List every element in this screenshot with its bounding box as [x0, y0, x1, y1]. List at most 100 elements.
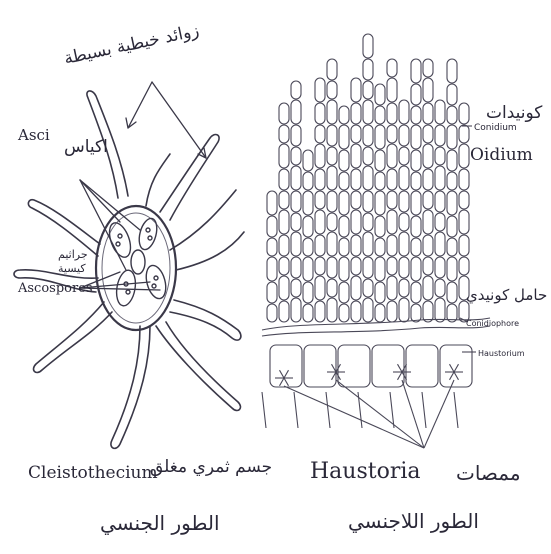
conidium-cell: [423, 144, 433, 168]
appendages-label-ar: زوائد خيطية بسيطة: [62, 21, 201, 69]
conidium-cell: [327, 232, 337, 256]
conidium-cell: [411, 191, 421, 215]
conidium-cell: [351, 103, 361, 124]
conidium-cell: [315, 257, 325, 275]
conidium-cell: [315, 301, 325, 322]
conidium-cell: [435, 191, 445, 212]
cleistothecium-caption-ar-2: الطور الجنسي: [100, 511, 220, 536]
conidium-cell: [411, 282, 421, 303]
conidium-small-label: Conidium: [474, 123, 517, 133]
conidium-cell: [267, 282, 277, 303]
conidium-cell: [327, 147, 337, 165]
conidium-cell: [447, 125, 457, 149]
haustorium: [284, 370, 289, 378]
conidium-cell: [387, 301, 397, 322]
conidium-cell: [411, 172, 421, 190]
host-cell: [440, 345, 472, 387]
conidium-cell: [339, 238, 349, 256]
conidium-cell: [363, 191, 373, 212]
conidium-cell: [351, 235, 361, 256]
conidium-cell: [351, 301, 361, 322]
conidium-cell: [279, 144, 289, 168]
asci: [105, 216, 169, 307]
haustorium: [284, 378, 289, 386]
conidium-cell: [303, 282, 313, 303]
oidium-label: Oidium: [470, 145, 533, 165]
cleistothecium-caption-en: Cleistothecium: [28, 463, 158, 483]
conidium-cell: [423, 257, 433, 275]
conidium-cell: [387, 144, 397, 168]
conidium-cell: [267, 191, 277, 215]
conidium-cell: [387, 210, 397, 234]
conidium-cell: [411, 216, 421, 237]
conidium-cell: [399, 257, 409, 278]
conidium-cell: [423, 125, 433, 143]
conidium-cell: [387, 191, 397, 209]
conidium-cell: [375, 191, 385, 215]
haustorium: [398, 372, 403, 380]
conidium-cell: [435, 166, 445, 190]
host-cell: [372, 345, 404, 387]
conidium-cell: [279, 257, 289, 275]
conidium-cell: [351, 125, 361, 143]
conidium-cell: [351, 257, 361, 275]
haustorium: [280, 378, 285, 386]
haustorium-small-label: Haustorium: [478, 349, 525, 358]
conidium-cell: [447, 172, 457, 190]
conidium-cell: [279, 103, 289, 124]
conidium-cell: [267, 216, 277, 237]
conidium-cell: [435, 213, 445, 231]
conidium-cell: [411, 59, 421, 83]
conidium-cell: [351, 144, 361, 168]
conidium-cell: [279, 169, 289, 190]
conidium-cell: [399, 100, 409, 124]
haustorium: [332, 372, 337, 380]
conidium-cell: [303, 216, 313, 237]
conidium-cell: [375, 84, 385, 105]
conidium-cell: [375, 172, 385, 190]
conidium-cell: [315, 78, 325, 102]
conidium-cell: [291, 279, 301, 297]
conidium-cell: [279, 276, 289, 300]
conidium-cell: [267, 257, 277, 281]
haustoria-caption-ar-1: ممصات: [456, 461, 521, 485]
conidium-cell: [315, 210, 325, 234]
conidium-cell: [291, 147, 301, 165]
haustorium: [454, 364, 459, 372]
haustorium: [450, 372, 455, 380]
conidium-cell: [459, 103, 469, 124]
conidium-cell: [423, 191, 433, 209]
conidium-cell: [399, 232, 409, 256]
conidium-cell: [363, 213, 373, 231]
conidium-cell: [303, 150, 313, 171]
host-tissue-line: [262, 392, 266, 428]
conidium-cell: [447, 150, 457, 171]
conidium-cell: [363, 232, 373, 256]
asci-label-ar: اكياس: [64, 137, 108, 157]
conidium-cell: [375, 304, 385, 322]
conidium-cell: [399, 213, 409, 231]
conidium-cell: [351, 191, 361, 209]
conidium-cell: [339, 150, 349, 171]
conidium-cell: [459, 257, 469, 275]
conidium-cell: [387, 169, 397, 190]
conidium-cell: [339, 106, 349, 124]
host-tissue-line: [326, 392, 330, 428]
conidium-cell: [327, 298, 337, 322]
asci-label-en: Asci: [17, 126, 50, 144]
conidium-cell: [447, 216, 457, 237]
conidium-cell: [315, 169, 325, 190]
conidium-cell: [423, 103, 433, 124]
conidium-cell: [315, 103, 325, 124]
conidium-cell: [315, 125, 325, 143]
haustoria-caption-en: Haustoria: [310, 459, 421, 484]
conidium-cell: [375, 150, 385, 171]
conidium-cell: [447, 59, 457, 83]
haustoria-arrow: [284, 386, 424, 448]
conidium-cell: [423, 210, 433, 234]
conidium-cell: [399, 125, 409, 146]
conidium-cell: [459, 169, 469, 190]
conidium-cell: [423, 276, 433, 300]
conidium-cell: [327, 191, 337, 212]
